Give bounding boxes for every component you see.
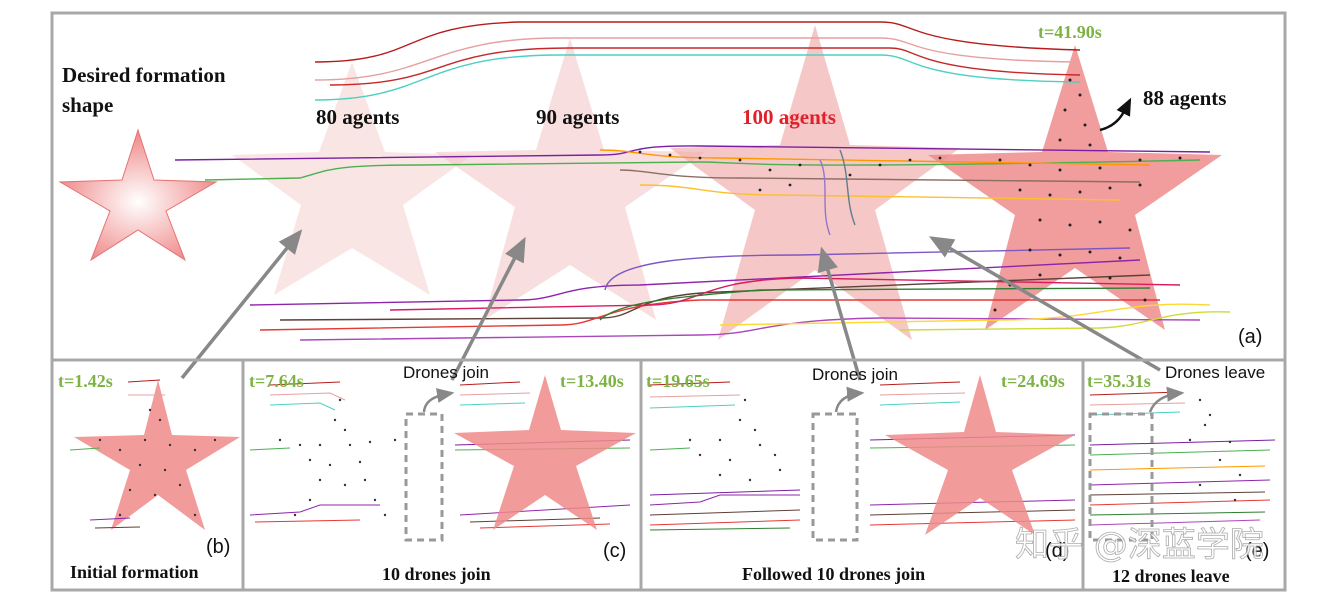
- joining-drones-box-d: [811, 412, 859, 542]
- watermark-text: 知乎 @深蓝学院: [1015, 525, 1264, 565]
- label-90-agents: 90 agents: [536, 105, 619, 129]
- agent-markers-c-left: [278, 398, 397, 517]
- desired-formation-label-line1: Desired formation: [62, 63, 226, 87]
- pointer-arrows: [180, 229, 1161, 381]
- agent-markers-d-left: [688, 398, 782, 482]
- time-panel-d-right: t=24.69s: [1001, 371, 1065, 391]
- desired-formation-label-line2: shape: [62, 93, 113, 117]
- trajectories-panel-b: [69, 379, 165, 529]
- leaving-drones-box-e: [1088, 412, 1154, 542]
- panel-letter-a: (a): [1238, 326, 1262, 348]
- caption-panel-c: 10 drones join: [382, 564, 491, 584]
- annotation-drones-join-c: Drones join: [403, 363, 489, 382]
- time-panel-e: t=35.31s: [1087, 371, 1151, 391]
- caption-panel-e: 12 drones leave: [1112, 566, 1230, 586]
- desired-star-shape: [58, 128, 218, 262]
- trajectories-panel-a: [174, 21, 1231, 341]
- star-panel-c: [454, 375, 636, 530]
- annotation-drones-join-d: Drones join: [812, 365, 898, 384]
- joining-drones-box-c: [404, 412, 444, 542]
- annotation-drones-leave-e: Drones leave: [1165, 363, 1265, 382]
- join-arrow-d: [834, 386, 865, 413]
- panel-letter-b: (b): [206, 536, 230, 558]
- time-panel-b: t=1.42s: [58, 371, 113, 391]
- label-80-agents: 80 agents: [316, 105, 399, 129]
- panel-letter-d: (d): [1045, 540, 1069, 562]
- time-panel-c-right: t=13.40s: [560, 371, 624, 391]
- caption-panel-b: Initial formation: [70, 562, 199, 582]
- agent-markers-e: [1188, 398, 1242, 502]
- arrow-88-agents: [1099, 97, 1132, 132]
- time-panel-c-left: t=7.64s: [249, 371, 304, 391]
- panel-e-frame: [1081, 358, 1287, 592]
- leave-arrow-e: [1148, 386, 1185, 413]
- star-90-agents: [435, 38, 705, 320]
- agent-markers-b: [98, 408, 217, 517]
- trajectories-panel-e: [1089, 391, 1276, 526]
- label-100-agents: 100 agents: [742, 105, 836, 129]
- join-arrow-c: [422, 388, 455, 413]
- panel-letter-e: (e): [1245, 540, 1269, 562]
- agent-markers-88: [993, 78, 1182, 312]
- panel-letter-c: (c): [603, 540, 626, 562]
- caption-panel-d: Followed 10 drones join: [742, 564, 925, 584]
- time-panel-a: t=41.90s: [1038, 22, 1102, 42]
- label-88-agents: 88 agents: [1143, 86, 1226, 110]
- star-100-agents: [670, 25, 960, 340]
- star-panel-d: [885, 375, 1075, 535]
- time-panel-d-left: t=19.65s: [646, 371, 710, 391]
- star-panel-b: [74, 380, 240, 530]
- star-88-agents: [928, 45, 1222, 330]
- agent-markers-100: [638, 150, 942, 192]
